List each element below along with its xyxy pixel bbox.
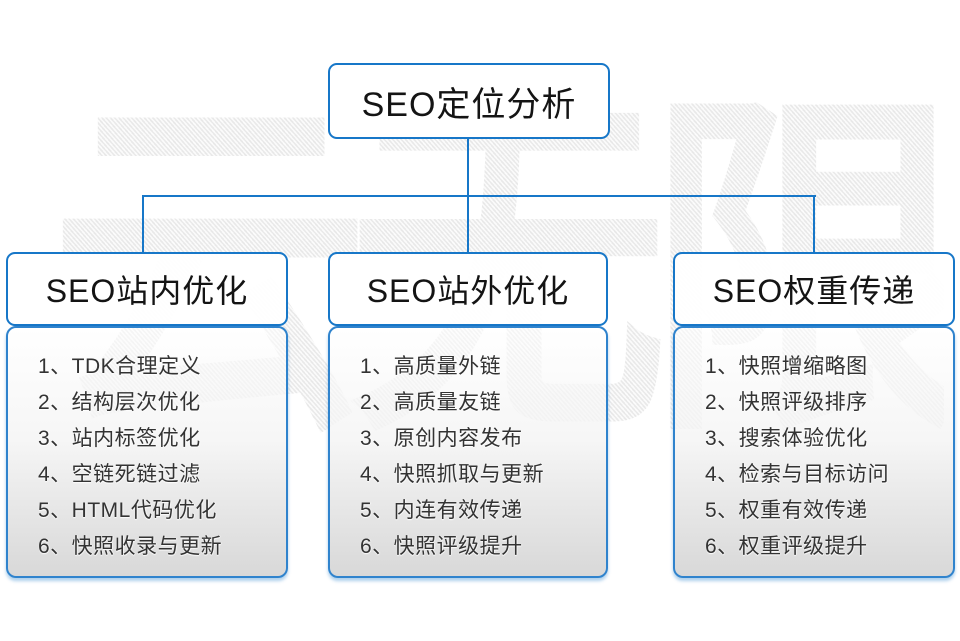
- list-item: 4、检索与目标访问: [705, 463, 890, 486]
- list-item: 3、站内标签优化: [38, 427, 201, 450]
- list-item: 4、空链死链过滤: [38, 463, 201, 486]
- list-item: 1、高质量外链: [360, 355, 502, 378]
- list-item: 4、快照抓取与更新: [360, 463, 545, 486]
- branch-list-weight: 1、快照增缩略图 2、快照评级排序 3、搜索体验优化 4、检索与目标访问 5、权…: [673, 326, 955, 578]
- list-item: 3、搜索体验优化: [705, 427, 868, 450]
- connector-horizontal-bar: [142, 195, 816, 197]
- branch-title: SEO权重传递: [712, 273, 916, 309]
- list-item: 1、快照增缩略图: [705, 355, 868, 378]
- root-title: SEO定位分析: [361, 85, 577, 124]
- list-item: 5、内连有效传递: [360, 499, 523, 522]
- branch-header-weight: SEO权重传递: [673, 252, 955, 326]
- connector-drop-left: [142, 196, 144, 253]
- branch-column-weight: SEO权重传递 1、快照增缩略图 2、快照评级排序 3、搜索体验优化 4、检索与…: [673, 252, 955, 578]
- branch-list-onsite: 1、TDK合理定义 2、结构层次优化 3、站内标签优化 4、空链死链过滤 5、H…: [6, 326, 288, 578]
- branch-column-offsite: SEO站外优化 1、高质量外链 2、高质量友链 3、原创内容发布 4、快照抓取与…: [328, 252, 608, 578]
- list-item: 6、快照评级提升: [360, 535, 523, 558]
- list-item: 1、TDK合理定义: [38, 355, 202, 378]
- root-node-box: SEO定位分析: [328, 63, 610, 139]
- list-item: 6、快照收录与更新: [38, 535, 223, 558]
- connector-root-stem: [467, 139, 469, 196]
- branch-column-onsite: SEO站内优化 1、TDK合理定义 2、结构层次优化 3、站内标签优化 4、空链…: [6, 252, 288, 578]
- branch-header-onsite: SEO站内优化: [6, 252, 288, 326]
- list-item: 2、快照评级排序: [705, 391, 868, 414]
- branch-title: SEO站外优化: [366, 273, 570, 309]
- connector-drop-right: [813, 196, 815, 253]
- branch-list-offsite: 1、高质量外链 2、高质量友链 3、原创内容发布 4、快照抓取与更新 5、内连有…: [328, 326, 608, 578]
- connector-drop-middle: [467, 196, 469, 253]
- list-item: 2、高质量友链: [360, 391, 502, 414]
- list-item: 6、权重评级提升: [705, 535, 868, 558]
- list-item: 5、HTML代码优化: [38, 499, 217, 522]
- branch-title: SEO站内优化: [45, 273, 249, 309]
- list-item: 3、原创内容发布: [360, 427, 523, 450]
- list-item: 5、权重有效传递: [705, 499, 868, 522]
- branch-header-offsite: SEO站外优化: [328, 252, 608, 326]
- list-item: 2、结构层次优化: [38, 391, 201, 414]
